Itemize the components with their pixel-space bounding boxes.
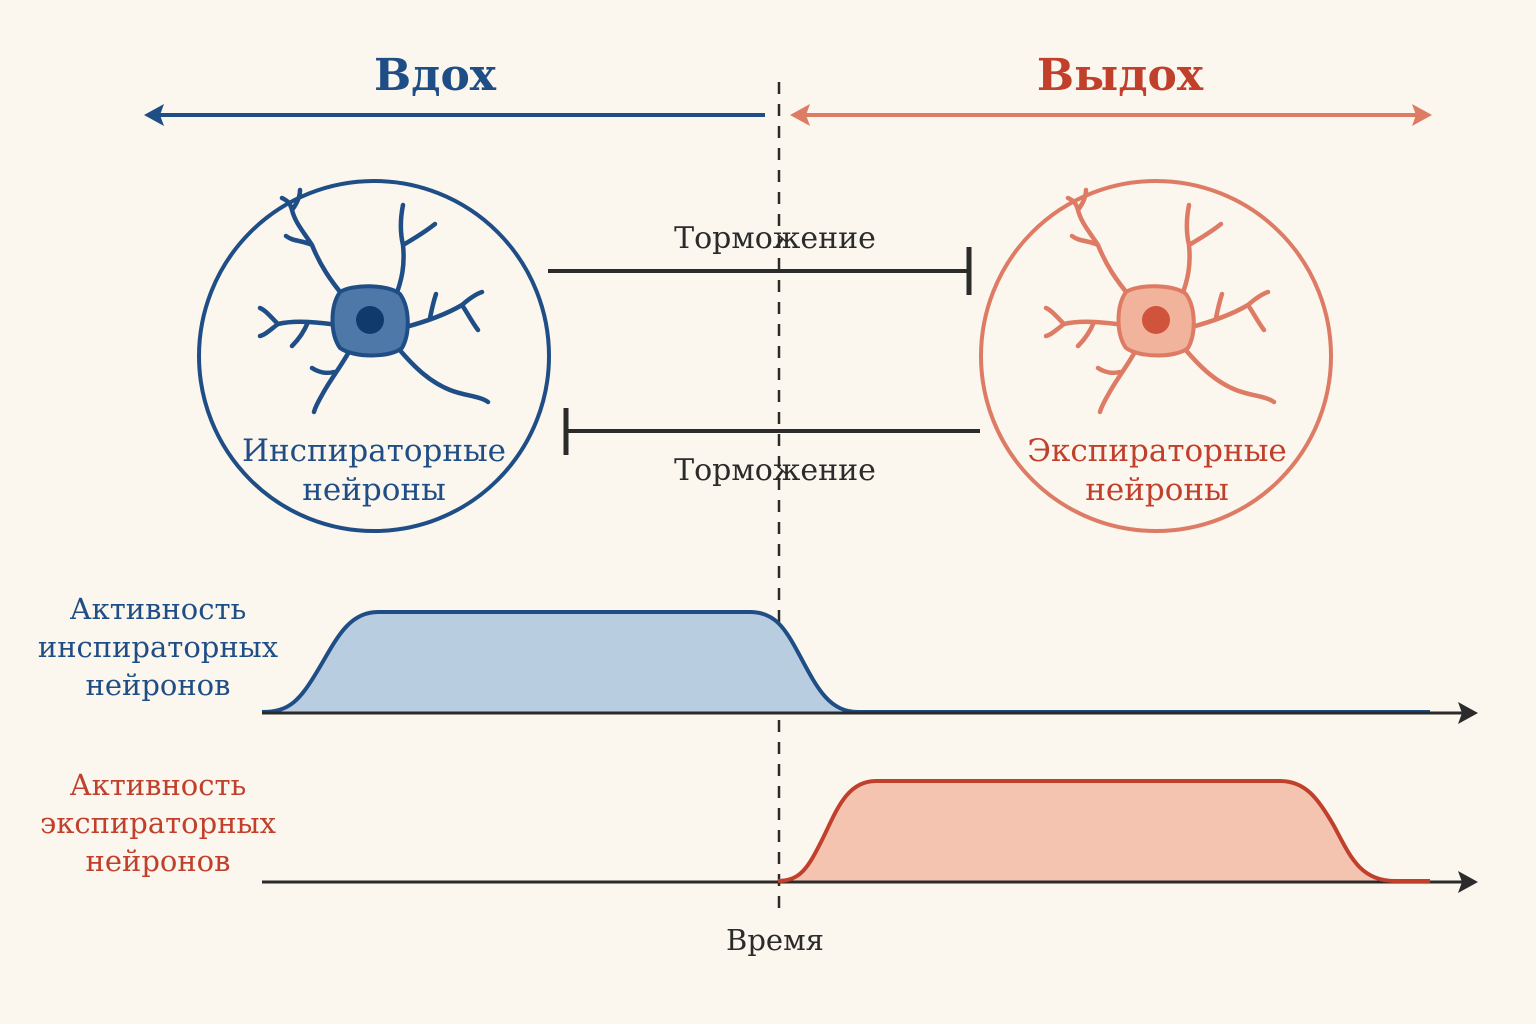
insp-activity-curve	[261, 610, 1430, 714]
expiratory-neuron-label-line1: Экспираторные	[1027, 433, 1286, 469]
insp-time-axis-arrow	[1458, 702, 1478, 724]
inhale-arrow-head	[144, 104, 164, 126]
time-axis-label: Время	[726, 923, 824, 957]
inhibition-label-bottom: Торможение	[674, 453, 876, 488]
inhibition-label-top: Торможение	[674, 221, 876, 256]
neuron-icon	[1043, 187, 1277, 415]
inhale-title: Вдох	[374, 50, 497, 101]
exp-activity-label-line3: нейронов	[86, 844, 231, 878]
expiratory-neuron-circle	[979, 179, 1333, 533]
inspiratory-neuron-circle	[197, 179, 551, 533]
insp-activity-label-line2: инспираторных	[38, 630, 278, 664]
insp-activity-area	[262, 612, 858, 712]
inspiratory-neuron-label-line1: Инспираторные	[242, 433, 506, 469]
insp-activity-label-line1: Активность	[70, 592, 247, 626]
exp-activity-label-line2: экспираторных	[40, 806, 276, 840]
exhale-arrow-head-left	[790, 104, 810, 126]
exp-activity-label-line1: Активность	[70, 768, 247, 802]
insp-activity-label-line3: нейронов	[86, 668, 231, 702]
exp-activity-area	[778, 781, 1395, 881]
exhale-title: Выдох	[1037, 50, 1204, 101]
inspiratory-neuron-label-line2: нейроны	[302, 472, 446, 508]
neuron-icon	[257, 187, 491, 415]
exp-time-axis-arrow	[1458, 871, 1478, 893]
exhale-arrow-head-right	[1412, 104, 1432, 126]
exp-activity-curve	[777, 779, 1430, 883]
expiratory-neuron-label-line2: нейроны	[1085, 472, 1229, 508]
